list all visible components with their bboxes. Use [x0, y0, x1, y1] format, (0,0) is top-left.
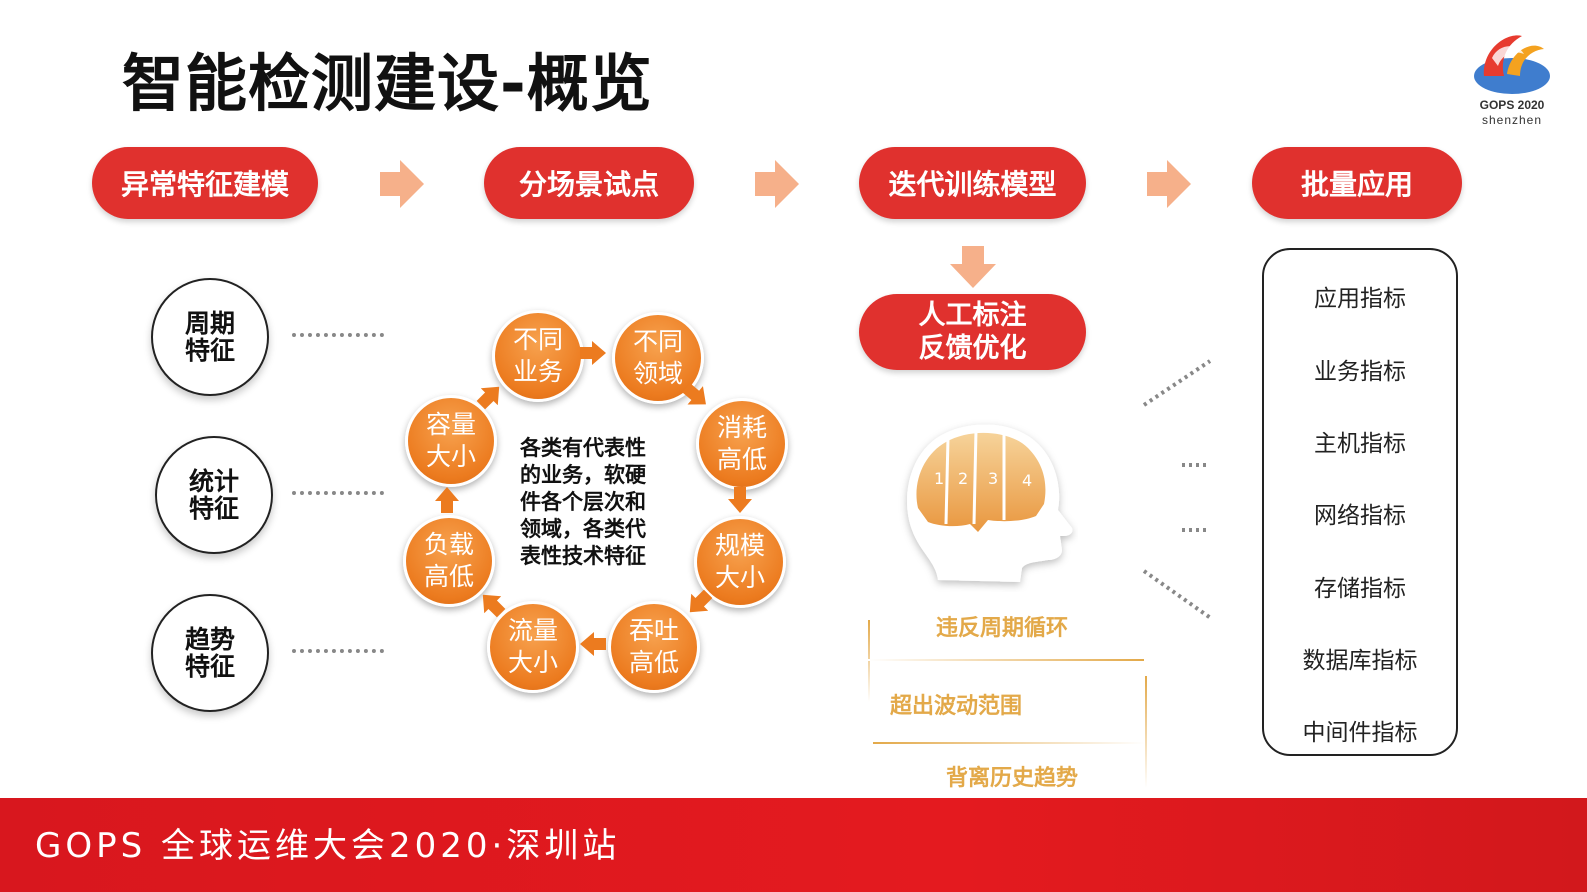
metric-database: 数据库指标 [1302, 648, 1418, 674]
cycle-node-label: 业务 [512, 357, 563, 386]
feature-label: 周期 [184, 309, 235, 338]
cycle-node-capacity: 容量大小 [405, 395, 497, 487]
anomaly-fluctuation: 超出波动范围 [890, 694, 1023, 719]
feedback-line1: 人工标注 [918, 300, 1027, 331]
cycle-node-label: 领域 [632, 359, 683, 388]
dotted-connector [292, 333, 384, 337]
feature-label: 特征 [184, 336, 235, 365]
gold-divider [1145, 676, 1147, 788]
cycle-node-label: 消耗 [716, 413, 767, 442]
feature-label: 统计 [188, 467, 239, 496]
step-iterative-training: 迭代训练模型 [859, 147, 1086, 219]
cycle-arrow-icon [435, 487, 459, 513]
footer-bar [0, 798, 1587, 892]
logo-city: shenzhen [1481, 113, 1543, 127]
step-batch-application: 批量应用 [1252, 147, 1462, 219]
footer-text: GOPS 全球运维大会2020·深圳站 [35, 826, 621, 866]
gops-logo: GOPS 2020 shenzhen [1462, 14, 1562, 132]
cycle-node-consumption: 消耗高低 [696, 398, 788, 490]
feature-label: 趋势 [184, 625, 235, 654]
cycle-arrow-icon [689, 589, 713, 613]
feature-label: 特征 [188, 494, 239, 523]
brain-number: 2 [958, 469, 968, 488]
cycle-node-label: 高低 [423, 562, 474, 591]
cycle-arrow-icon [728, 487, 752, 513]
cycle-center-text: 各类有代表性的业务，软硬件各个层次和领域，各类代表性技术特征 [520, 436, 646, 568]
arrow-right-icon [1147, 160, 1191, 208]
anomaly-periodic-violation: 违反周期循环 [936, 616, 1069, 641]
dotted-connector [292, 491, 384, 495]
cycle-arrow-icon [482, 594, 506, 618]
cycle-node-traffic: 流量大小 [487, 601, 579, 693]
step-anomaly-modeling: 异常特征建模 [92, 147, 318, 219]
cycle-arrow-icon [580, 632, 606, 656]
feature-periodic: 周期特征 [151, 278, 269, 396]
metric-network: 网络指标 [1314, 503, 1406, 529]
cycle-node-label: 高低 [716, 445, 767, 474]
cycle-node-scale: 规模大小 [694, 516, 786, 608]
step-scenario-pilot: 分场景试点 [484, 147, 694, 219]
cycle-node-label: 流量 [507, 616, 558, 645]
cycle-node-throughput: 吞吐高低 [608, 601, 700, 693]
brain-number: 4 [1022, 471, 1032, 490]
cycle-node-label: 大小 [714, 563, 765, 592]
cycle-node-business: 不同业务 [492, 310, 584, 402]
arrow-right-icon [380, 160, 424, 208]
arrow-down-icon [950, 246, 996, 288]
gops-logo-icon [1474, 35, 1550, 94]
cycle-arrow-icon [476, 386, 500, 410]
arrow-right-icon [755, 160, 799, 208]
anomaly-trend-deviation: 背离历史趋势 [946, 766, 1079, 791]
cycle-node-label: 规模 [714, 531, 765, 560]
feature-statistical: 统计特征 [155, 436, 273, 554]
metrics-panel: 应用指标 业务指标 主机指标 网络指标 存储指标 数据库指标 中间件指标 [1262, 248, 1458, 756]
cycle-node-label: 大小 [507, 648, 558, 677]
brain-head-icon: 1 2 3 4 [907, 424, 1073, 582]
cycle-arrow-icon [682, 383, 706, 405]
cycle-node-label: 负载 [423, 530, 474, 559]
metric-application: 应用指标 [1314, 286, 1406, 312]
metric-storage: 存储指标 [1314, 576, 1406, 602]
logo-year: GOPS 2020 [1479, 98, 1545, 112]
gold-divider [868, 620, 870, 702]
brain-number: 3 [988, 469, 998, 488]
gold-divider [873, 742, 1145, 744]
feedback-optimization-pill: 人工标注 反馈优化 [859, 294, 1086, 370]
cycle-node-label: 吞吐 [628, 616, 679, 645]
metric-host: 主机指标 [1314, 431, 1406, 457]
gold-divider [868, 659, 1144, 661]
dotted-connector [292, 649, 384, 653]
cycle-node-label: 不同 [512, 325, 563, 354]
cycle-node-label: 大小 [425, 442, 476, 471]
page-title: 智能检测建设-概览 [122, 47, 653, 120]
cycle-arrow-icon [580, 341, 606, 365]
dotted-fan-connector [1142, 359, 1214, 621]
cycle-node-label: 不同 [632, 327, 683, 356]
metric-middleware: 中间件指标 [1302, 720, 1418, 746]
feature-trend: 趋势特征 [151, 594, 269, 712]
brain-number: 1 [934, 469, 944, 488]
feedback-line2: 反馈优化 [918, 333, 1027, 364]
cycle-node-load: 负载高低 [403, 515, 495, 607]
cycle-node-label: 容量 [425, 410, 476, 439]
feature-label: 特征 [184, 652, 235, 681]
cycle-node-label: 高低 [628, 648, 679, 677]
metric-business: 业务指标 [1314, 359, 1406, 385]
